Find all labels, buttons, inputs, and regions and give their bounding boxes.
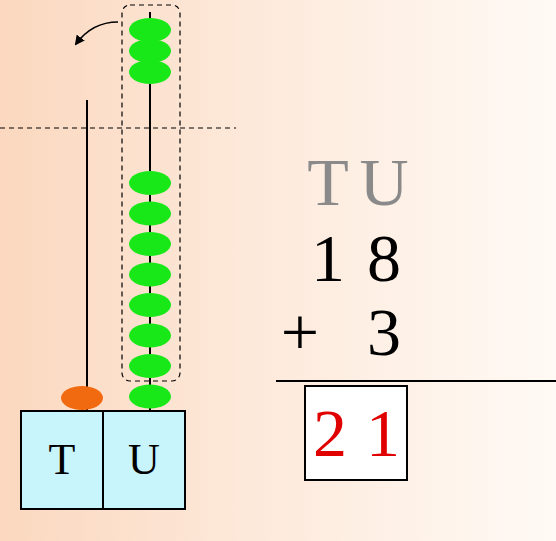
digit: 1 (311, 224, 345, 292)
carry-arrow (76, 22, 118, 44)
unit-bead (129, 171, 171, 195)
unit-bead (129, 354, 171, 378)
tens-rod (86, 100, 88, 410)
units-box: U (102, 410, 186, 510)
unit-bead (129, 324, 171, 348)
ten-beads-group (122, 5, 180, 381)
column-header: T (307, 148, 349, 216)
unit-bead (129, 39, 171, 63)
digit: 8 (367, 224, 401, 292)
unit-bead (129, 263, 171, 287)
sum-line (276, 380, 556, 382)
unit-bead (129, 202, 171, 226)
unit-bead (129, 18, 171, 42)
place-letter: U (128, 438, 160, 482)
unit-beads (129, 18, 171, 409)
dashed-guide (0, 127, 236, 128)
unit-bead (129, 293, 171, 317)
answer-digit: 2 (313, 399, 347, 467)
unit-bead (129, 385, 171, 409)
answer-digit: 1 (366, 399, 400, 467)
digit: 3 (367, 298, 401, 366)
tens-bead (61, 386, 103, 410)
column-header: U (359, 148, 408, 216)
plus-sign: + (281, 298, 319, 366)
answer-box: 21 (304, 385, 408, 481)
place-letter: T (49, 438, 76, 482)
tens-box: T (20, 410, 104, 510)
unit-bead (129, 232, 171, 256)
unit-bead (129, 60, 171, 84)
